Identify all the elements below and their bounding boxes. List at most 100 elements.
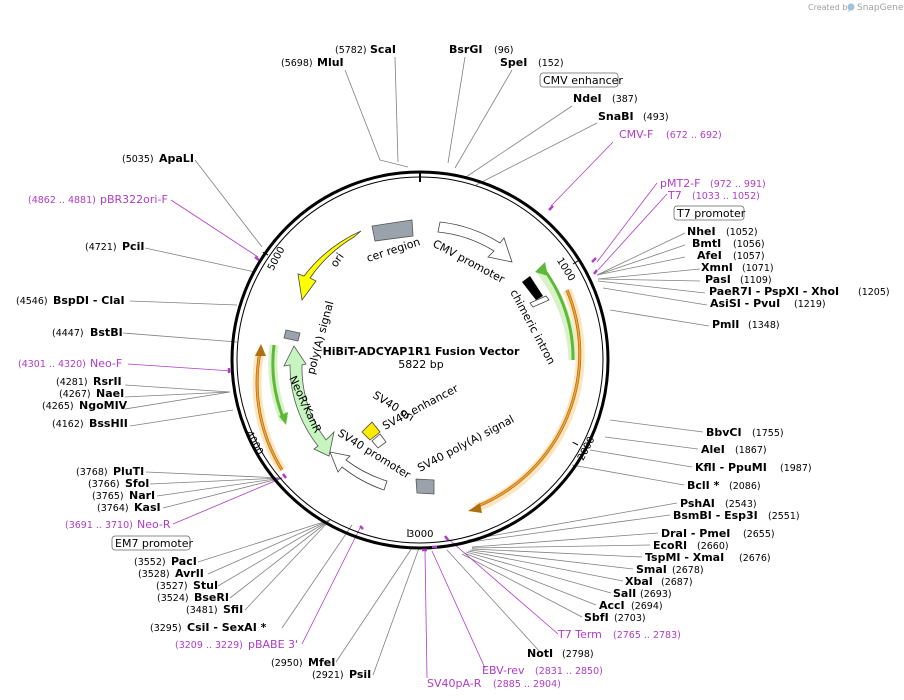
site-ecori: EcoRI [653, 539, 687, 552]
tick-label-3000: 3000 [408, 529, 433, 540]
orange-arc-right-core [477, 289, 581, 507]
site-naei: NaeI [96, 387, 124, 400]
site-psii-pos: (2921) [312, 670, 344, 681]
site-ngomiv-pos: (4265) [42, 401, 74, 412]
site-smai: SmaI [636, 563, 667, 576]
site-snabi: SnaBI [598, 110, 634, 123]
plasmid-name: HiBiT-ADCYAP1R1 Fusion Vector [323, 345, 520, 358]
site-spei: SpeI [500, 56, 527, 69]
sv40-promoter-arrow [329, 451, 388, 491]
site-paer7i-pos: (1205) [858, 287, 890, 298]
site-bspdi-pos: (4546) [16, 296, 48, 307]
site-bcli: BclI * [687, 479, 720, 492]
site-bmti-pos: (1056) [733, 239, 765, 250]
primer-cmv-f-pos: (672 .. 692) [666, 130, 722, 141]
site-stui-pos: (3527) [156, 581, 188, 592]
site-drai: DraI - PmeI [661, 527, 730, 540]
site-pluti-pos: (3768) [76, 467, 108, 478]
created-by-text: Created by [808, 3, 852, 12]
feature-cmv-promoter: CMV promoter [431, 221, 513, 286]
site-spei-pos: (152) [538, 58, 564, 69]
primer-ebv-rev: EBV-rev [482, 664, 525, 677]
feature-green-arc-left [268, 344, 289, 425]
sv40-polya-label: SV40 poly(A) signal [415, 413, 516, 475]
site-acci: AccI [599, 599, 625, 612]
cer-region-box [371, 219, 414, 242]
orange-arc-left-core [256, 351, 283, 471]
site-alei: AleI [701, 443, 725, 456]
site-stui: StuI [193, 579, 218, 592]
site-xmni-pos: (1071) [742, 263, 774, 274]
site-paci: PacI [171, 555, 197, 568]
site-pluti: PluTI [113, 465, 144, 478]
snapgene-credit: Created by SnapGene [808, 3, 904, 13]
cmv-enhancer-label: CMV enhancer [543, 74, 623, 87]
site-psii: PsiI [349, 668, 371, 681]
site-bsrgi-pos: (96) [494, 45, 514, 56]
site-rsrii: RsrII [93, 375, 122, 388]
primer-pbabe3-pos: (3209 .. 3229) [175, 640, 243, 651]
site-tspmi: TspMI - XmaI [645, 551, 724, 564]
site-asisi-pos: (1219) [794, 299, 826, 310]
site-kasi: KasI [134, 501, 161, 514]
site-mlui: MluI [317, 56, 344, 69]
site-nhei-pos: (1052) [726, 227, 758, 238]
site-smai-pos: (2678) [672, 565, 704, 576]
site-paci-pos: (3552) [134, 557, 166, 568]
polya-signal-box [283, 329, 301, 342]
site-bcli-pos: (2086) [729, 481, 761, 492]
primer-marks [227, 205, 598, 552]
site-mlui-pos: (5698) [281, 58, 313, 69]
snapgene-logo-icon [847, 3, 855, 11]
site-guide-lines [122, 56, 710, 676]
site-sbfi-pos: (2703) [614, 613, 646, 624]
site-csii: CsiI - SexAI * [187, 621, 267, 634]
site-scai-pos: (5782) [335, 45, 367, 56]
sv40-polya-box [415, 478, 435, 495]
ori-arrow [297, 230, 362, 302]
site-bseri: BseRI [194, 591, 229, 604]
primer-pmt2-f: pMT2-F [660, 177, 701, 190]
intron-black-bar [522, 276, 543, 300]
feature-ori: ori [297, 230, 362, 302]
site-ngomiv: NgoMIV [79, 399, 128, 412]
primer-sv40pa-r-pos: (2885 .. 2904) [493, 679, 561, 690]
site-sali-pos: (2693) [640, 589, 672, 600]
site-rsrii-pos: (4281) [56, 377, 88, 388]
primer-neo-f: Neo-F [90, 357, 122, 370]
primer-ebv-rev-pos: (2831 .. 2850) [535, 666, 603, 677]
site-noti: NotI [527, 647, 553, 660]
site-scai: ScaI [370, 43, 396, 56]
tick-label-2000: 2000 [576, 435, 598, 463]
primer-t7-pos: (1033 .. 1052) [692, 191, 760, 202]
primer-neo-f-pos: (4301 .. 4320) [18, 359, 86, 370]
site-nari-pos: (3765) [92, 491, 124, 502]
t7-promoter-box [673, 205, 745, 221]
feature-orange-arc-left [252, 344, 286, 473]
cer-region-label: cer region [365, 235, 422, 265]
site-bbvci: BbvCI [706, 426, 742, 439]
site-avrii: AvrII [175, 567, 204, 580]
site-tspmi-pos: (2676) [739, 553, 771, 564]
em7-promoter-label: EM7 promoter [115, 537, 193, 550]
site-noti-pos: (2798) [562, 649, 594, 660]
site-pasi-pos: (1109) [740, 275, 772, 286]
polya-signal-label: poly(A) signal [304, 300, 336, 376]
primer-sv40pa-r: SV40pA-R [427, 677, 482, 690]
primer-neo-r-pos: (3691 .. 3710) [65, 520, 133, 531]
snapgene-brand-text: SnapGene [857, 3, 904, 13]
primer-labels: CMV-F (672 .. 692) pMT2-F (972 .. 991) T… [18, 128, 766, 690]
sv40-ori-box [361, 421, 381, 441]
site-bsshii: BssHII [89, 417, 128, 430]
primer-pbr322ori-f: pBR322ori-F [100, 193, 168, 206]
site-asisi: AsiSI - PvuI [710, 297, 780, 310]
site-alei-pos: (1867) [735, 445, 767, 456]
site-xbai-pos: (2687) [661, 577, 693, 588]
site-bstbi: BstBI [90, 326, 123, 339]
primer-neo-r: Neo-R [137, 518, 171, 531]
site-bsrgi: BsrGI [449, 43, 482, 56]
site-afei: AfeI [697, 249, 722, 262]
site-bsmbi: BsmBI - Esp3I [673, 509, 758, 522]
green-arc-right-arrowhead [535, 262, 548, 276]
